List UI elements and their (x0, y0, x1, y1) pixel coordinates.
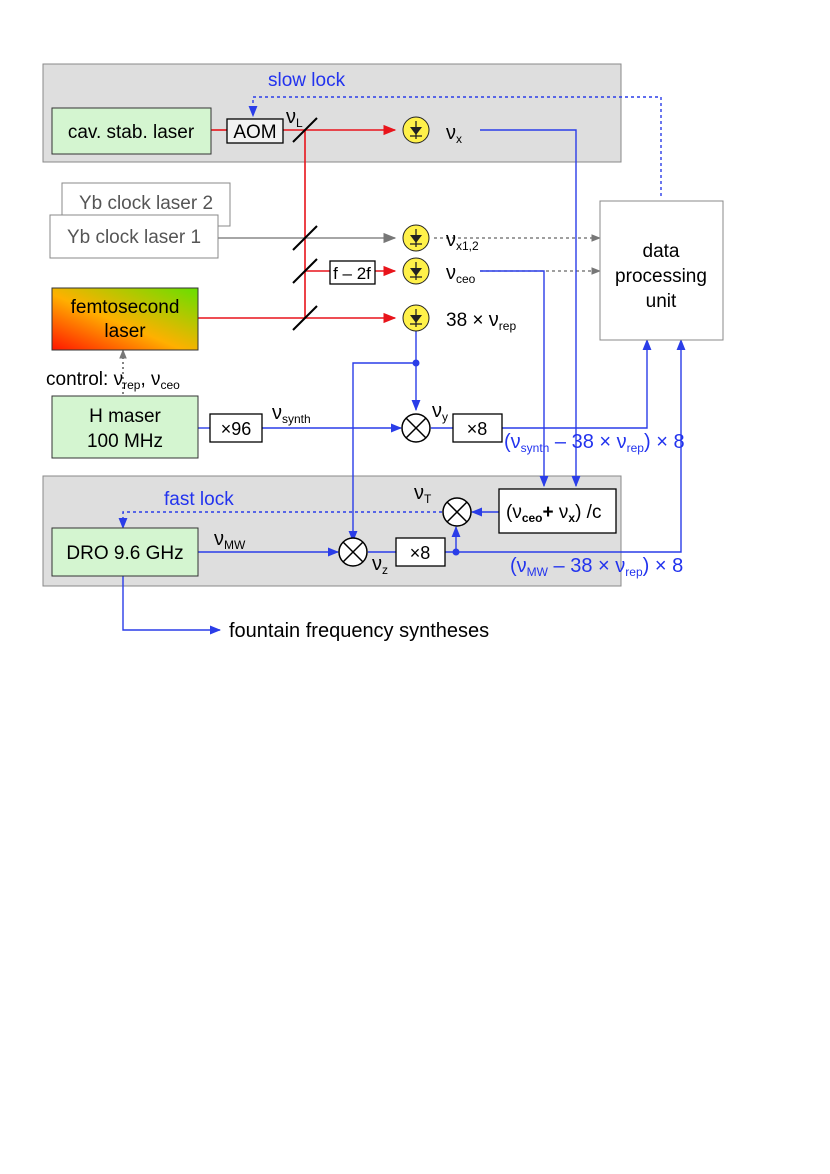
beam-splitters (292, 117, 318, 331)
nu-x12-label: νx1,2 (446, 229, 479, 253)
h-maser-box (51, 395, 199, 459)
nu-y-label: νy (432, 400, 448, 424)
x8-box-upper (452, 413, 503, 443)
dpu-label-2: processing (615, 266, 707, 287)
fast-lock-label: fast lock (164, 489, 234, 510)
x8-label-upper: ×8 (467, 419, 488, 439)
rf-paths (118, 96, 686, 635)
ratio-formula: (νceo+ νx) /c (506, 502, 601, 525)
junction-dot (412, 359, 420, 367)
nu-ceo-label: νceo (446, 262, 476, 286)
aom-box (226, 118, 284, 144)
photodiode-icon (402, 224, 430, 252)
nu-x-label: νx (446, 122, 462, 146)
nu-z-label: νz (372, 553, 388, 577)
yb-clock-laser-2-label: Yb clock laser 2 (79, 193, 213, 214)
data-processing-unit-box (599, 200, 724, 341)
f2f-box (329, 260, 376, 285)
h-maser-label-2: 100 MHz (87, 431, 163, 452)
mixer-icon (401, 413, 431, 443)
cav-stab-laser-box (51, 107, 212, 155)
ratio-box (498, 488, 617, 534)
nu-MW-label: νMW (214, 528, 246, 552)
photodiode-icon (402, 304, 430, 332)
aom-label: AOM (233, 122, 276, 143)
junction-dot (452, 548, 460, 556)
synth-difference-formula: (νsynth – 38 × νrep) × 8 (504, 431, 685, 455)
nu-L-label: νL (286, 106, 303, 130)
dro-box (51, 527, 199, 577)
x8-label-lower: ×8 (410, 543, 431, 563)
femtosecond-laser-box (51, 287, 199, 351)
fountain-label: fountain frequency syntheses (229, 620, 489, 642)
dpu-label-1: data (643, 241, 680, 262)
dpu-label-3: unit (646, 291, 677, 312)
optical-paths (198, 124, 397, 324)
h-maser-label-1: H maser (89, 406, 161, 427)
control-label: control: νrep, νceo (46, 369, 180, 392)
rep-rate-label: 38 × νrep (446, 309, 516, 333)
mw-difference-formula: (νMW – 38 × νrep) × 8 (510, 555, 683, 579)
nu-T-label: νT (414, 482, 432, 506)
slow-lock-label: slow lock (268, 70, 346, 91)
nu-synth-label: νsynth (272, 402, 311, 426)
dro-label: DRO 9.6 GHz (66, 543, 183, 564)
x8-box-lower (395, 537, 446, 567)
x96-label: ×96 (221, 419, 252, 439)
yb-clock-laser-1-label: Yb clock laser 1 (67, 227, 201, 248)
x96-box (209, 413, 263, 443)
f2f-label: f – 2f (333, 264, 371, 283)
cav-stab-laser-label: cav. stab. laser (68, 122, 195, 143)
mixer-icon (442, 497, 472, 527)
photodiode-icon (402, 257, 430, 285)
photodiode-icon (402, 116, 430, 144)
femtosecond-laser-label-2: laser (104, 321, 146, 342)
femtosecond-laser-label-1: femtosecond (71, 297, 180, 318)
yb-clock-laser-1-box (49, 214, 219, 259)
mixer-icon (338, 537, 368, 567)
